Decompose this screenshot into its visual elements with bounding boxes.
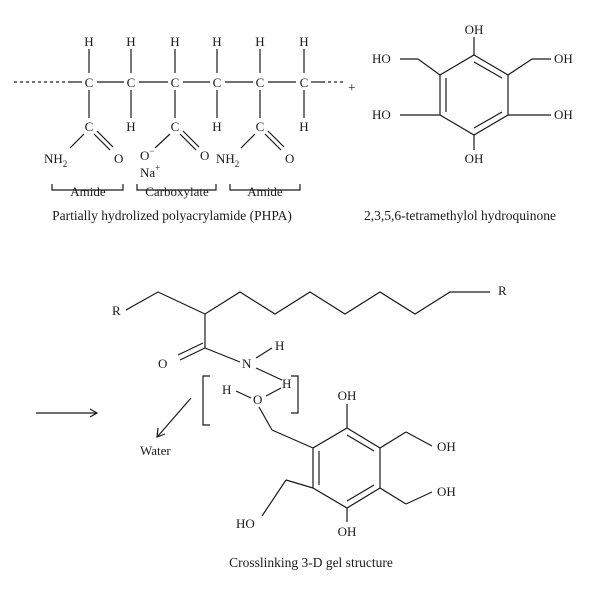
benzene-ring xyxy=(439,54,509,136)
carboxylate-label: Carboxylate xyxy=(145,184,209,199)
hydroxymethyl-group: OH xyxy=(554,107,573,122)
backbone-carbon: C xyxy=(171,75,180,90)
amide-bracket xyxy=(51,184,124,191)
carbonyl-oxygen: O xyxy=(285,151,294,166)
water-bracket-left xyxy=(202,375,210,426)
sodium-ion: Na+ xyxy=(140,163,160,180)
carboxylate-oxygen: O− xyxy=(140,146,154,163)
backbone-carbon: C xyxy=(213,75,222,90)
hydroxyl-group: OH xyxy=(465,151,484,166)
amide-bracket xyxy=(229,184,301,191)
hydrogen-atom: H xyxy=(126,34,135,49)
amine-group: NH2 xyxy=(44,151,67,169)
hydroxyl-group: OH xyxy=(465,22,484,37)
carbonyl-carbon: C xyxy=(171,119,180,134)
reaction-arrow xyxy=(36,408,99,418)
carbonyl-carbon: C xyxy=(256,119,265,134)
phpa-structure: C C C C C C H H H H H H H H H C C C xyxy=(14,34,345,223)
gel-structure: R R O N H H H O Water OH xyxy=(112,283,507,570)
backbone-carbon: C xyxy=(127,75,136,90)
water-label: Water xyxy=(140,443,171,458)
hydroquinone-structure: OH OH HO OH HO OH 2,3,5,6-tetramethylol … xyxy=(364,22,573,223)
hydrogen-atom: H xyxy=(299,119,308,134)
hydroquinone-caption: 2,3,5,6-tetramethylol hydroquinone xyxy=(364,208,556,223)
backbone-carbon: C xyxy=(300,75,309,90)
plus-sign: + xyxy=(348,80,356,95)
carbonyl-oxygen: O xyxy=(114,151,123,166)
amide-nitrogen: N xyxy=(242,356,252,371)
polymer-chain xyxy=(125,291,490,315)
amide-label: Amide xyxy=(70,184,106,199)
hydrogen-atom: H xyxy=(255,34,264,49)
amide-label: Amide xyxy=(247,184,283,199)
amine-group: NH2 xyxy=(216,151,239,169)
hydrogen-atom: H xyxy=(299,34,308,49)
hydrogen-atom: H xyxy=(170,34,179,49)
hydroxyl-group: OH xyxy=(338,388,357,403)
amide-hydrogen: H xyxy=(275,338,284,353)
backbone-carbon: C xyxy=(256,75,265,90)
hydroxymethyl-group: HO xyxy=(372,51,391,66)
hydrogen-atom: H xyxy=(212,34,221,49)
r-group-right: R xyxy=(498,283,507,298)
hydrogen-atom: H xyxy=(84,34,93,49)
backbone-carbon: C xyxy=(85,75,94,90)
carboxylate-bracket xyxy=(136,184,217,191)
hydroxymethyl-group: OH xyxy=(554,51,573,66)
hydrogen-atom: H xyxy=(126,119,135,134)
hydroxymethyl-group: OH xyxy=(437,484,456,499)
gel-caption: Crosslinking 3-D gel structure xyxy=(229,555,393,570)
hydroxyl-group: OH xyxy=(338,524,357,539)
phpa-caption: Partially hydrolized polyacrylamide (PHP… xyxy=(52,208,292,223)
carbonyl-oxygen: O xyxy=(200,148,209,163)
r-group-left: R xyxy=(112,303,121,318)
hydroxymethyl-group: OH xyxy=(437,439,456,454)
water-bracket-right xyxy=(291,375,299,414)
hydrogen-atom: H xyxy=(212,119,221,134)
water-oxygen: O xyxy=(253,392,262,407)
water-hydrogen: H xyxy=(222,382,231,397)
hydroxymethyl-group: HO xyxy=(372,107,391,122)
carbonyl-oxygen: O xyxy=(158,356,167,371)
benzene-ring xyxy=(312,427,381,509)
carbonyl-carbon: C xyxy=(85,119,94,134)
hydroxymethyl-group: HO xyxy=(236,516,255,531)
amide-hydrogen: H xyxy=(282,376,291,391)
